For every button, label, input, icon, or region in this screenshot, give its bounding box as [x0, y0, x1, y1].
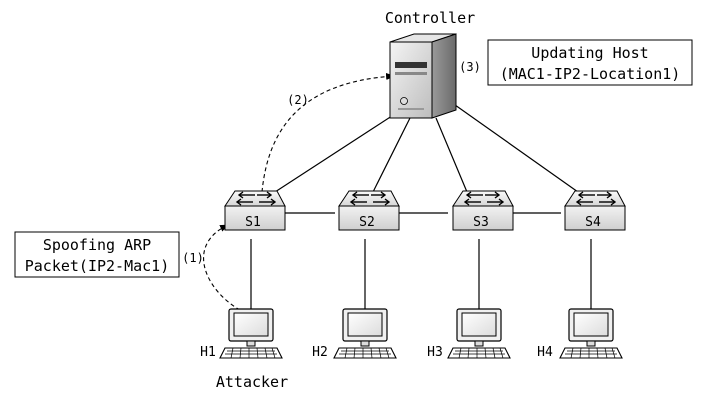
controller-links — [274, 99, 579, 193]
link-controller-s2 — [372, 117, 411, 193]
controller-server-icon — [389, 33, 457, 119]
spoof-note-box — [14, 231, 180, 278]
arrow-step2 — [261, 72, 395, 193]
switch-s2: S2 — [338, 190, 400, 231]
switch-s3: S3 — [452, 190, 514, 231]
switch-label: S4 — [585, 215, 601, 230]
host-h2 — [333, 308, 397, 359]
controller-label: Controller — [385, 9, 475, 27]
switch-label: S2 — [359, 215, 375, 230]
host-label-h1: H1 — [200, 345, 216, 360]
spoof-note-line2: Packet(IP2-Mac1) — [25, 257, 170, 275]
computer-icon — [333, 308, 397, 359]
step3-label: (3) — [459, 60, 481, 74]
attacker-label: Attacker — [216, 373, 288, 391]
switch-label: S3 — [473, 215, 489, 230]
update-note-box — [487, 39, 693, 86]
step2-label: (2) — [287, 93, 309, 107]
computer-icon — [559, 308, 623, 359]
switch-s4: S4 — [564, 190, 626, 231]
switch-label: S1 — [245, 215, 261, 230]
computer-icon — [447, 308, 511, 359]
host-h3 — [447, 308, 511, 359]
link-controller-s1 — [274, 111, 399, 193]
host-label-h2: H2 — [312, 345, 328, 360]
host-links — [250, 239, 592, 310]
host-label-h3: H3 — [427, 345, 443, 360]
update-note-line1: Updating Host — [531, 44, 648, 62]
step1-label: (1) — [182, 251, 204, 265]
host-h4 — [559, 308, 623, 359]
switch-s1: S1 — [224, 190, 286, 231]
link-controller-s4 — [447, 99, 579, 193]
computer-icon — [219, 308, 283, 359]
link-controller-s3 — [435, 117, 468, 193]
host-label-h4: H4 — [537, 345, 553, 360]
spoof-note-line1: Spoofing ARP — [43, 236, 151, 254]
update-note-line2: (MAC1-IP2-Location1) — [500, 65, 681, 83]
arrow-step1 — [203, 224, 241, 311]
host-h1 — [219, 308, 283, 359]
